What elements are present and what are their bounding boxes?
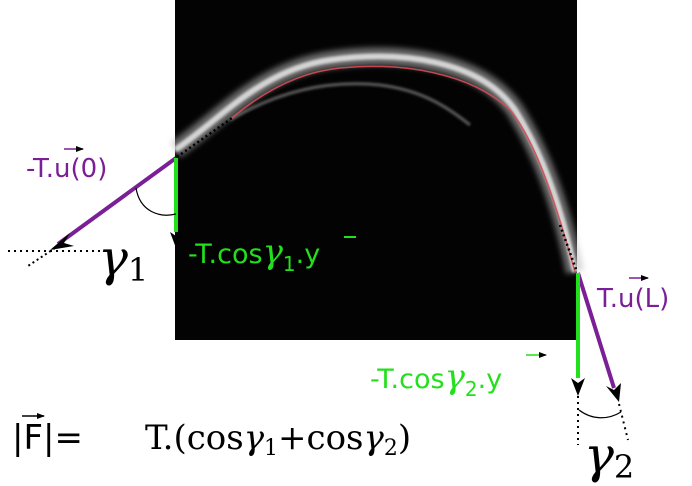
formula-gamma1: γ (244, 418, 265, 458)
projection-arrowhead-right (571, 378, 585, 396)
force-arrow-left (56, 156, 178, 246)
label-left-projection-gamma: γ (263, 232, 284, 272)
force-arrowhead-right (606, 383, 621, 402)
formula-plus: +cos (278, 418, 363, 458)
force-arrowhead-left (50, 233, 74, 250)
label-left-projection-tail: .y (296, 239, 321, 270)
formula-prefix: T.(cos (145, 418, 244, 458)
label-right-projection: -T.cos (370, 364, 445, 395)
formula-sub2: 2 (384, 436, 398, 461)
svg-text:-T.cosγ1.y: -T.cosγ1.y (188, 232, 320, 276)
formula-suffix: ) (398, 418, 411, 458)
tangent-left-dotted (176, 116, 233, 159)
label-right-force: T.u(L) (596, 284, 669, 314)
extension-dotted-right (618, 403, 629, 441)
label-left-force: -T.u(0) (26, 154, 107, 184)
projection-arrowhead-left (170, 232, 182, 248)
angle-arc-left (135, 187, 177, 216)
label-right-projection-tail: .y (478, 364, 503, 395)
fiber-centerline (231, 65, 576, 273)
tangent-right-dotted (558, 224, 579, 273)
angle-arc-right (578, 409, 622, 419)
formula-sub1: 1 (264, 436, 278, 461)
extension-dotted-left (27, 247, 56, 267)
force-arrow-right (576, 272, 616, 389)
label-gamma2: γ (584, 426, 614, 484)
svg-text:T.(cosγ1+cosγ2): T.(cosγ1+cosγ2) (145, 418, 411, 461)
svg-text:-T.cosγ2.y: -T.cosγ2.y (370, 357, 502, 401)
label-right-projection-gamma: γ (445, 357, 466, 397)
label-left-projection: -T.cos (188, 239, 263, 270)
formula-gamma2: γ (364, 418, 385, 458)
label-gamma2-sub: 2 (614, 448, 634, 486)
label-gamma1: γ (98, 229, 128, 287)
label-right-projection-sub: 2 (465, 377, 478, 401)
svg-text:γ2: γ2 (584, 426, 634, 486)
formula-lhs: |F|= (12, 418, 83, 458)
label-left-projection-sub: 1 (283, 252, 296, 276)
fiber-curve (169, 47, 584, 274)
svg-text:γ1: γ1 (98, 229, 148, 289)
label-gamma1-sub: 1 (128, 251, 148, 289)
